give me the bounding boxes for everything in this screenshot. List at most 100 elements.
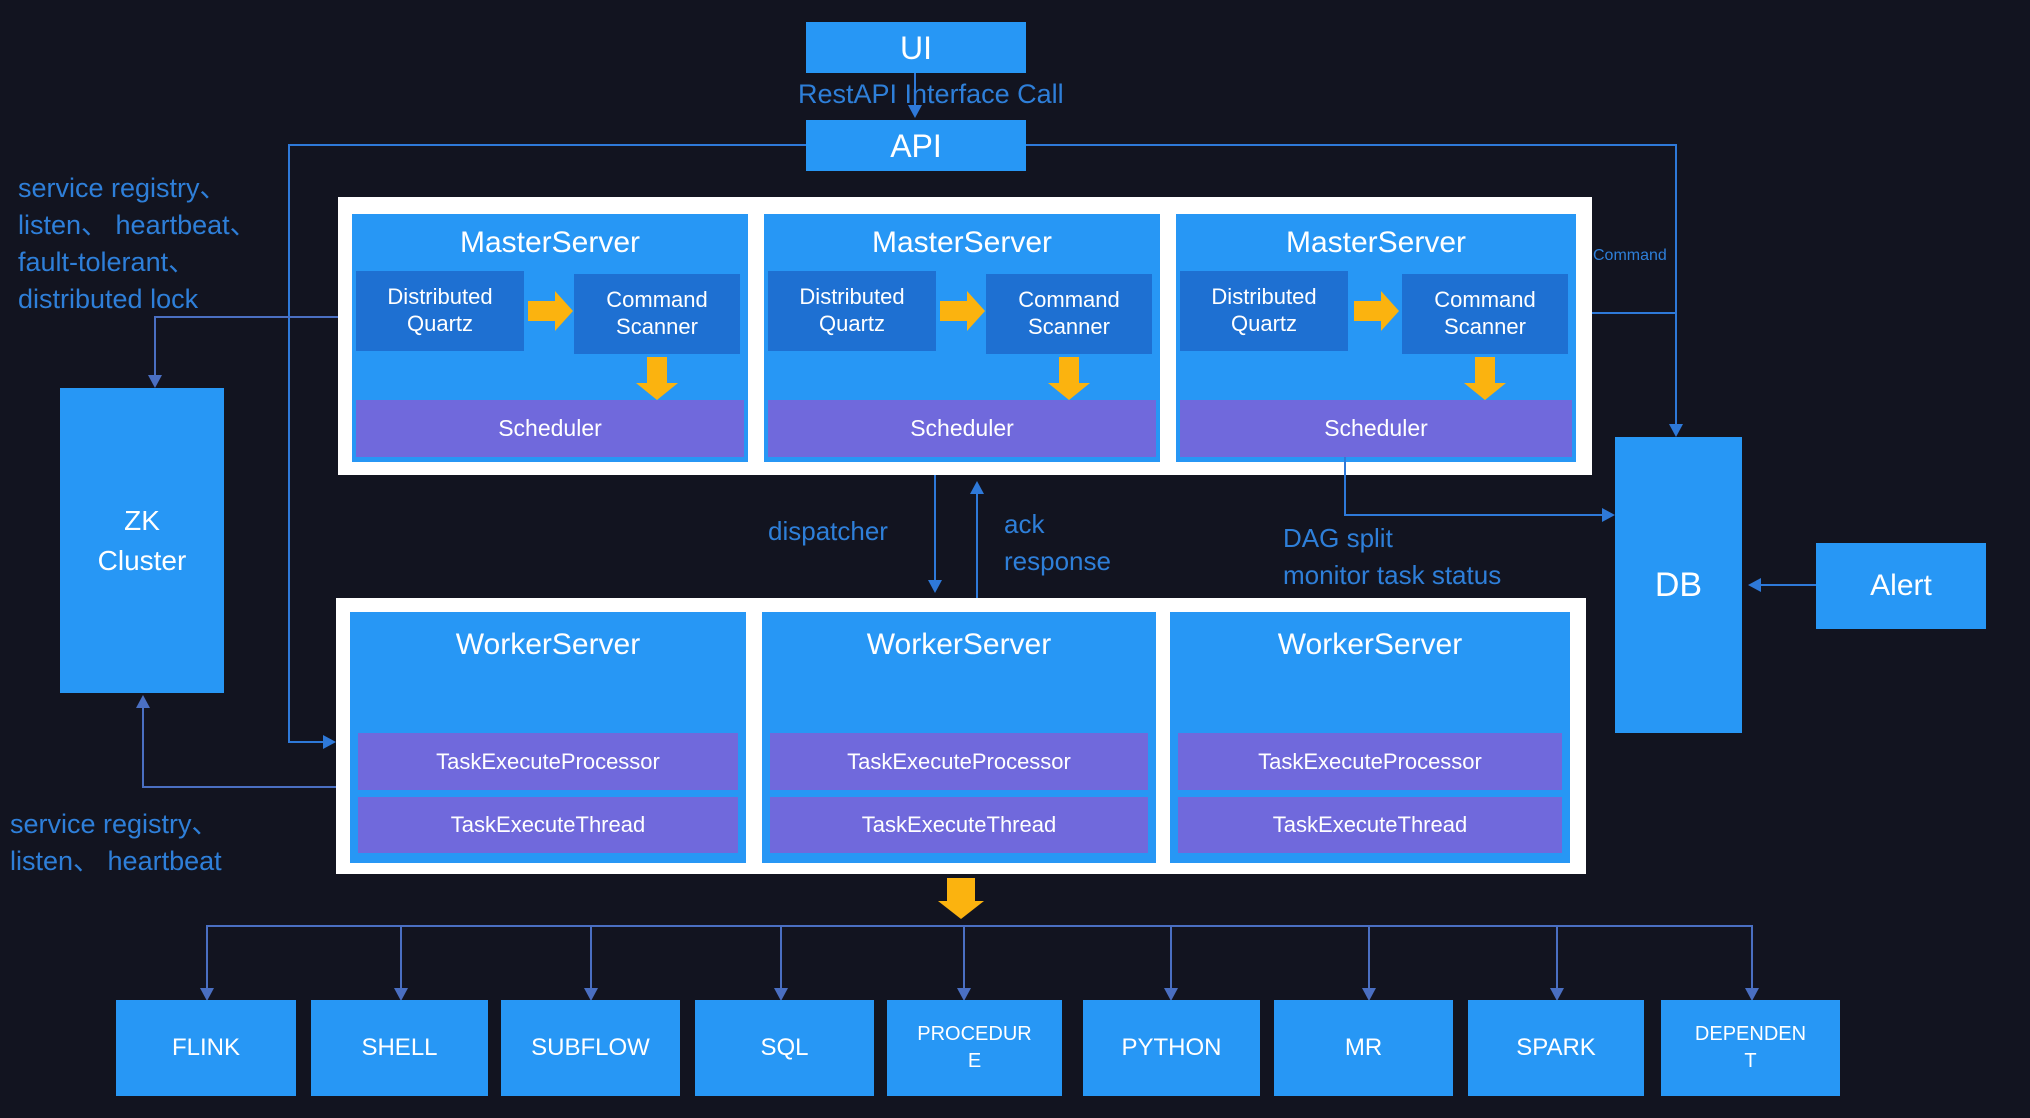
alert-to-db-arrowhead [1748,578,1761,592]
task-label: DEPENDENT [1694,1023,1807,1072]
task-tree-arrowhead [1745,988,1759,1001]
task-tree-drop-line [590,925,592,989]
task-label: SUBFLOW [531,1034,650,1061]
task-tree-arrowhead [1362,988,1376,1001]
task-tree-arrowhead [584,988,598,1001]
api-left-vline [288,144,290,742]
task-execute-thread-bar: TaskExecuteThread [1178,797,1562,853]
scheduler-label: Scheduler [498,415,602,441]
ack-label: ack [1004,509,1045,539]
master-server-1: MasterServer Distributed Quartz Command … [352,214,748,462]
quartz-to-scanner-arrow [528,291,573,331]
task-execute-thread-label: TaskExecuteThread [450,812,646,837]
ui-node: UI [806,22,1026,73]
task-node-dependent: DEPENDENT [1661,1000,1840,1096]
annotation-line: service registry、 [10,809,219,839]
master-server-3: MasterServer Distributed Quartz Command … [1176,214,1576,462]
task-execute-processor-label: TaskExecuteProcessor [1258,748,1482,774]
annotation-line: listen、 heartbeat、 [18,210,257,240]
distributed-quartz-box: Distributed Quartz [356,271,524,351]
scanner-to-scheduler-arrow [1464,357,1506,400]
task-tree-drop-line [1368,925,1370,989]
task-node-python: PYTHON [1083,1000,1260,1096]
task-node-subflow: SUBFLOW [501,1000,680,1096]
db-node-label: DB [1654,565,1703,604]
distributed-quartz-box: Distributed Quartz [768,271,936,351]
task-tree-arrowhead [200,988,214,1001]
quartz-to-scanner-arrow [1354,291,1399,331]
task-label: PYTHON [1121,1034,1222,1061]
ack-arrowhead [970,481,984,494]
worker-to-zk-vline [142,707,144,787]
worker-cluster-frame: WorkerServer TaskExecuteProcessor TaskEx… [336,598,1586,874]
task-tree-arrowhead [774,988,788,1001]
task-execute-processor-bar: TaskExecuteProcessor [1178,733,1562,790]
command-scanner-box: Command Scanner [1402,274,1568,354]
task-tree-arrowhead [394,988,408,1001]
master-server-title: MasterServer [459,226,641,259]
zk-label-line2: Cluster [97,544,187,576]
restapi-call-label: RestAPI Interface Call [798,79,1064,109]
task-tree-drop-line [1170,925,1172,989]
worker-server-title: WorkerServer [866,628,1052,661]
master-cluster-frame: MasterServer Distributed Quartz Command … [338,197,1592,475]
task-execute-processor-label: TaskExecuteProcessor [436,748,660,774]
alert-node: Alert [1816,543,1986,629]
api-to-worker-arrowhead [323,735,336,749]
api-left-hline [288,144,806,146]
task-tree-drop-line [206,925,208,989]
task-tree-arrowhead [1164,988,1178,1001]
task-label: SQL [760,1034,809,1061]
worker-to-zk-arrowhead [136,695,150,708]
task-execute-processor-bar: TaskExecuteProcessor [358,733,738,790]
response-label: response [1004,546,1111,576]
task-execute-processor-bar: TaskExecuteProcessor [770,733,1148,790]
api-right-vline [1675,144,1677,425]
alert-node-label: Alert [1870,569,1932,603]
command-scanner-box: Command Scanner [574,274,740,354]
annotation-line: listen、 heartbeat [10,846,222,876]
task-node-shell: SHELL [311,1000,488,1096]
annotation-line: service registry、 [18,173,227,203]
scheduler-label: Scheduler [1324,415,1428,441]
task-tree-arrowhead [1550,988,1564,1001]
dag-split-hline [1344,514,1604,516]
task-node-spark: SPARK [1468,1000,1644,1096]
command-scanner-box: Command Scanner [986,274,1152,354]
zk-cluster-node: ZK Cluster [60,388,224,693]
scheduler-label: Scheduler [910,415,1014,441]
scheduler-bar: Scheduler [768,400,1156,457]
task-node-procedure: PROCEDURE [887,1000,1062,1096]
dispatcher-label: dispatcher [768,516,888,546]
zk-top-annotation: service registry、 listen、 heartbeat、 fau… [18,170,257,318]
task-node-flink: FLINK [116,1000,296,1096]
task-tree-drop-line [1556,925,1558,989]
annotation-line: distributed lock [18,284,199,314]
task-label: PROCEDURE [917,1023,1032,1072]
task-execute-thread-bar: TaskExecuteThread [358,797,738,853]
task-node-sql: SQL [695,1000,874,1096]
worker-server-2: WorkerServer TaskExecuteProcessor TaskEx… [762,612,1156,863]
task-tree-drop-line [963,925,965,989]
command-label: Command [1593,247,1667,264]
distributed-quartz-label: Distributed Quartz [1211,284,1317,336]
api-to-db-arrowhead [1669,424,1683,437]
command-scanner-label: Command Scanner [1018,287,1120,339]
distributed-quartz-box: Distributed Quartz [1180,271,1348,351]
scheduler-bar: Scheduler [356,400,744,457]
worker-server-3: WorkerServer TaskExecuteProcessor TaskEx… [1170,612,1570,863]
distributed-quartz-label: Distributed Quartz [799,284,905,336]
task-execute-thread-label: TaskExecuteThread [1272,812,1468,837]
api-node-label: API [890,127,942,164]
task-tree-hline [206,925,1751,927]
ack-response-label: ack response [1004,506,1111,580]
task-label: FLINK [171,1034,240,1061]
ui-to-api-arrowhead [908,105,922,118]
annotation-line: fault-tolerant、 [18,247,196,277]
master-to-db-join-line [1592,312,1676,314]
worker-server-title: WorkerServer [455,628,641,661]
task-label: SPARK [1516,1034,1596,1061]
ack-line [976,492,978,598]
master-server-2: MasterServer Distributed Quartz Command … [764,214,1160,462]
